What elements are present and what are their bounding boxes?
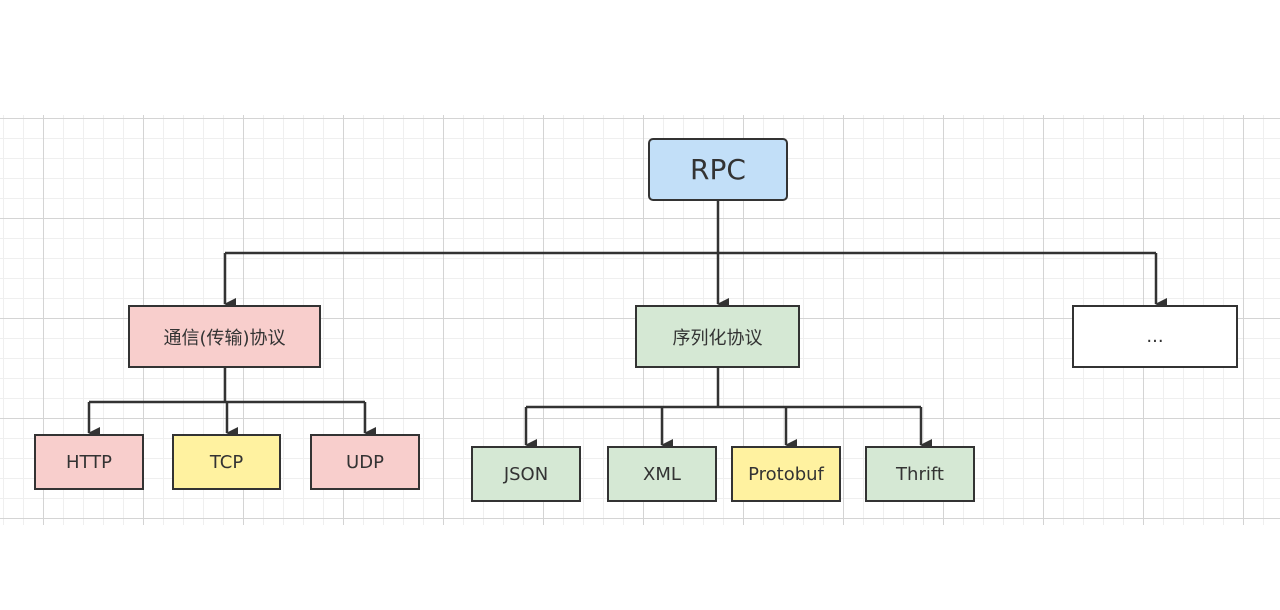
node-http[interactable]: HTTP [34,434,144,490]
node-xml[interactable]: XML [607,446,717,502]
node-thrift[interactable]: Thrift [865,446,975,502]
node-transport-protocol[interactable]: 通信(传输)协议 [128,305,321,368]
node-rpc[interactable]: RPC [648,138,788,201]
node-protobuf[interactable]: Protobuf [731,446,841,502]
node-tcp[interactable]: TCP [172,434,281,490]
node-udp[interactable]: UDP [310,434,420,490]
node-more[interactable]: ... [1072,305,1238,368]
node-json[interactable]: JSON [471,446,581,502]
node-serialization-protocol[interactable]: 序列化协议 [635,305,800,368]
